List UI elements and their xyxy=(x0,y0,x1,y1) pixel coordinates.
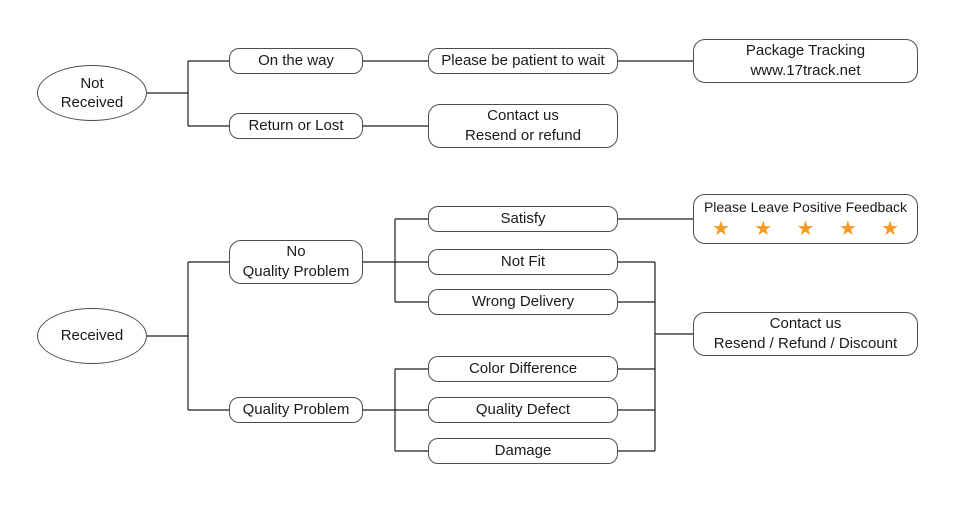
node-label: Quality Problem xyxy=(242,401,350,418)
node-label: Satisfy xyxy=(500,210,546,227)
node-wrong-delivery: Wrong Delivery xyxy=(428,289,618,315)
node-contact-us-resend-refund-discount: Contact us Resend / Refund / Discount xyxy=(693,312,918,356)
tracking-url: www.17track.net xyxy=(750,62,861,79)
node-label: Contact us xyxy=(769,315,842,332)
node-quality-defect: Quality Defect xyxy=(428,397,618,423)
node-label: Please be patient to wait xyxy=(441,52,605,69)
node-label: Color Difference xyxy=(468,360,578,377)
node-label: Contact us xyxy=(487,107,559,124)
node-received: Received xyxy=(37,308,147,364)
node-label: Not Fit xyxy=(500,253,546,270)
node-package-tracking: Package Tracking www.17track.net xyxy=(693,39,918,83)
node-color-difference: Color Difference xyxy=(428,356,618,382)
node-please-be-patient: Please be patient to wait xyxy=(428,48,618,74)
node-not-fit: Not Fit xyxy=(428,249,618,275)
node-on-the-way: On the way xyxy=(229,48,363,74)
node-not-received: Not Received xyxy=(37,65,147,121)
node-label: Quality Defect xyxy=(475,401,571,418)
node-label: Not xyxy=(80,75,104,92)
node-label: Return or Lost xyxy=(248,117,344,134)
feedback-label: Please Leave Positive Feedback xyxy=(703,198,908,215)
node-label: Wrong Delivery xyxy=(471,293,575,310)
node-label: Received xyxy=(60,94,124,111)
node-quality-problem: Quality Problem xyxy=(229,397,363,423)
node-label: Quality Problem xyxy=(242,263,350,280)
node-return-or-lost: Return or Lost xyxy=(229,113,363,139)
node-contact-us-resend-or-refund: Contact us Resend or refund xyxy=(428,104,618,148)
node-label: Resend / Refund / Discount xyxy=(713,335,898,352)
node-label: Received xyxy=(60,327,124,344)
five-star-rating-icon: ★ ★ ★ ★ ★ xyxy=(711,215,909,240)
node-label: No xyxy=(286,243,306,260)
node-label: Damage xyxy=(494,442,552,459)
node-label: Resend or refund xyxy=(465,127,581,144)
node-label: Package Tracking xyxy=(745,42,866,59)
node-damage: Damage xyxy=(428,438,618,464)
node-label: On the way xyxy=(258,52,334,69)
node-positive-feedback: Please Leave Positive Feedback ★ ★ ★ ★ ★ xyxy=(693,194,918,244)
node-no-quality-problem: No Quality Problem xyxy=(229,240,363,284)
node-satisfy: Satisfy xyxy=(428,206,618,232)
